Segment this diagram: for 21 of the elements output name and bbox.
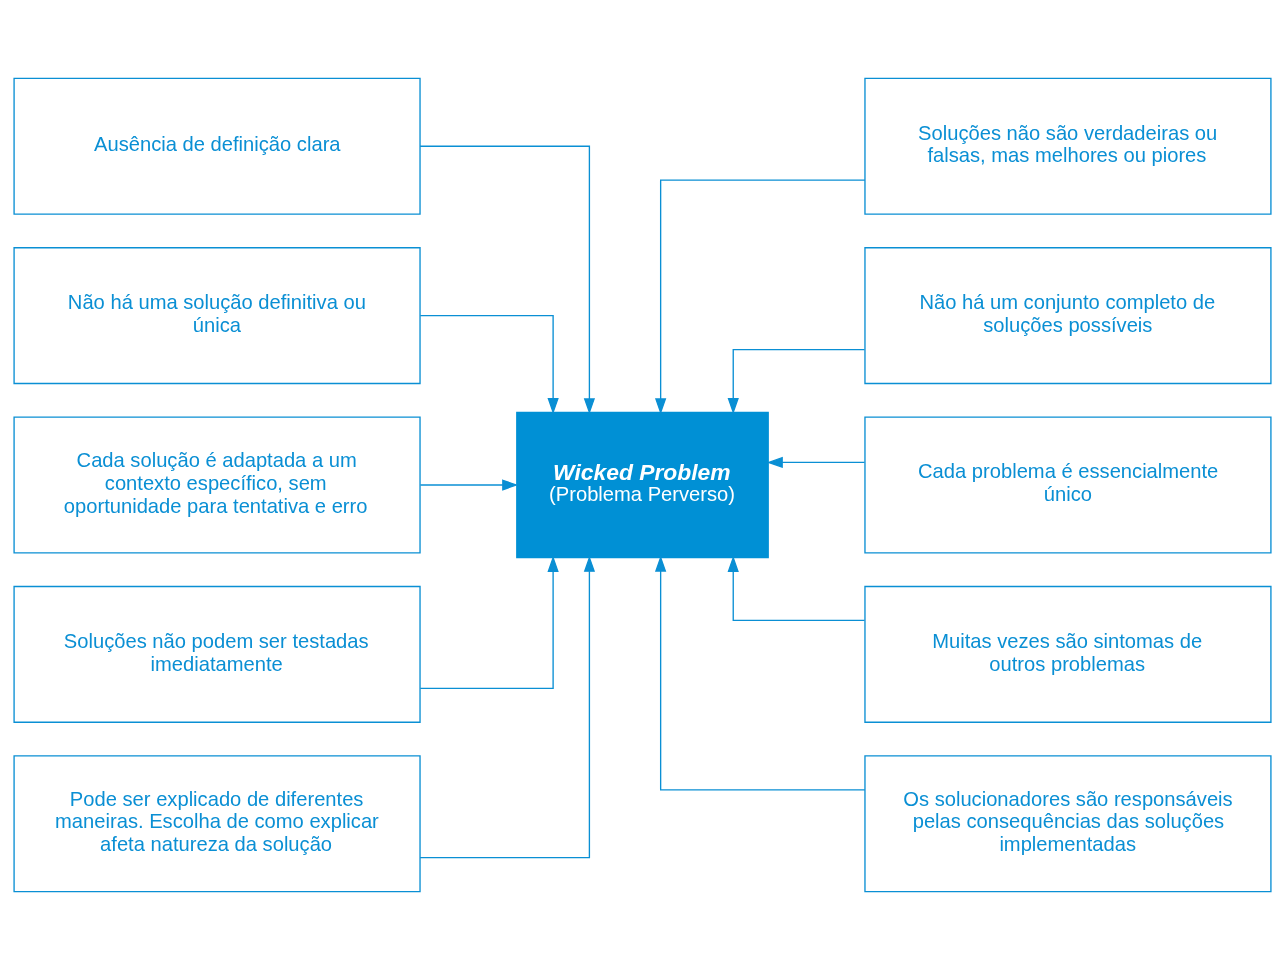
node-box: Wicked Problem (Problema Perverso): [516, 411, 769, 558]
node-box: Não há uma solução definitiva ou única: [13, 246, 421, 384]
node-box: Os solucionadores são responsáveis pelas consequências das soluções implementadas: [864, 754, 1272, 892]
node-box: Cada problema é essencialmente único: [864, 415, 1272, 554]
arrow: [419, 314, 559, 414]
arrow: [727, 555, 866, 621]
node-box: Muitas vezes são sintomas de outros problemas: [864, 585, 1272, 723]
node-box: Cada solução é adaptada a um contexto específico, sem oportunidade para tentativa e erro: [13, 415, 421, 554]
arrow: [419, 555, 596, 858]
arrow: [419, 145, 596, 414]
node-box: Soluções não podem ser testadas imediatamente: [13, 585, 421, 723]
arrow: [655, 179, 866, 414]
node-box: Soluções não são verdadeiras ou falsas, mas melhores ou piores: [864, 77, 1272, 215]
arrow: [419, 555, 559, 689]
node-box: Ausência de definição clara: [13, 77, 421, 215]
arrow: [766, 456, 866, 468]
arrow: [727, 348, 866, 414]
node-box: Pode ser explicado de diferentes maneiras. Escolha de como explicar afeta natureza da solução: [13, 754, 421, 892]
arrow: [419, 478, 519, 491]
node-box: Não há um conjunto completo de soluções possíveis: [864, 246, 1272, 384]
arrow: [655, 555, 866, 790]
